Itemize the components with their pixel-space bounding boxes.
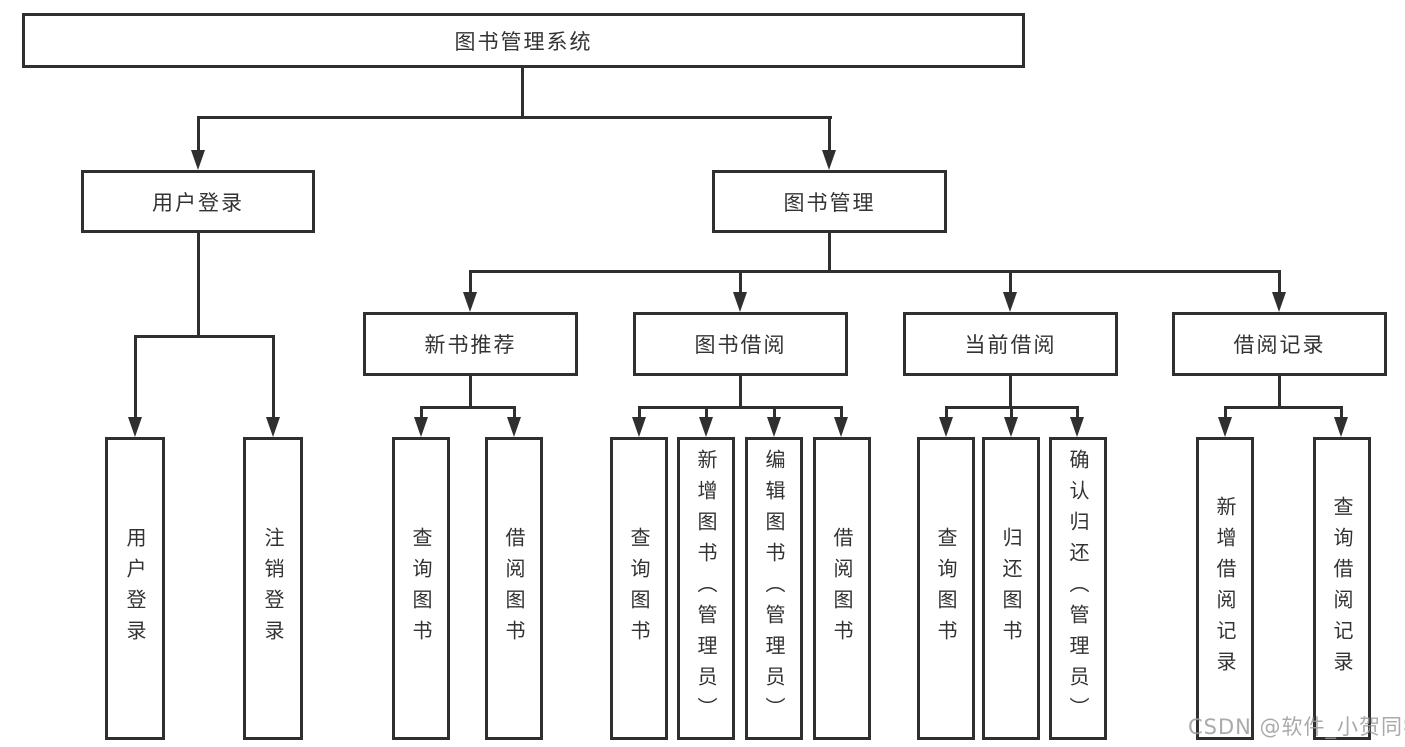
node-borrow-record: 借阅记录	[1172, 312, 1387, 376]
node-user-login: 用户登录	[81, 170, 315, 233]
arrowhead-down-icon	[699, 417, 713, 437]
connector-line	[197, 233, 200, 337]
node-book-management: 图书管理	[712, 170, 947, 233]
leaf-query-borrow-record: 查询借阅记录	[1313, 437, 1371, 740]
arrowhead-down-icon	[1004, 417, 1018, 437]
connector-line	[469, 270, 472, 296]
connector-line	[945, 406, 948, 420]
arrowhead-down-icon	[939, 417, 953, 437]
connector-line	[739, 376, 742, 408]
node-book-borrow: 图书借阅	[633, 312, 848, 376]
connector-line	[197, 116, 200, 154]
arrowhead-down-icon	[463, 292, 477, 312]
arrowhead-down-icon	[632, 417, 646, 437]
arrowhead-down-icon	[834, 417, 848, 437]
leaf-label: 注销登录	[261, 526, 285, 651]
connector-line	[197, 116, 832, 119]
connector-line	[420, 406, 516, 409]
leaf-query-book-3: 查询图书	[917, 437, 975, 740]
csdn-watermark: CSDN @软件_小贺同学	[1188, 715, 1405, 739]
connector-line	[773, 406, 776, 420]
leaf-label: 查询图书	[934, 526, 958, 651]
arrowhead-down-icon	[767, 417, 781, 437]
connector-line	[840, 406, 843, 420]
connector-line	[705, 406, 708, 420]
arrowhead-down-icon	[507, 417, 521, 437]
node-borrow-record-label: 借阅记录	[1233, 333, 1326, 357]
connector-line	[134, 335, 275, 338]
arrowhead-down-icon	[191, 150, 205, 170]
leaf-query-book-2: 查询图书	[610, 437, 668, 740]
connector-line	[1224, 406, 1343, 409]
leaf-label: 借阅图书	[502, 526, 526, 651]
connector-line	[420, 406, 423, 420]
connector-line	[828, 116, 831, 154]
connector-line	[638, 406, 641, 420]
leaf-user-login: 用户登录	[105, 437, 165, 740]
leaf-query-book-1: 查询图书	[392, 437, 450, 740]
node-current-borrow: 当前借阅	[903, 312, 1118, 376]
leaf-label: 查询图书	[409, 526, 433, 651]
leaf-label: 归还图书	[999, 526, 1023, 651]
connector-line	[469, 376, 472, 408]
leaf-add-book-admin: 新增图书（管理员）	[677, 437, 735, 740]
connector-line	[638, 406, 843, 409]
connector-line	[1278, 376, 1281, 408]
leaf-label: 用户登录	[123, 526, 147, 651]
connector-line	[828, 233, 831, 272]
connector-line	[1224, 406, 1227, 420]
connector-line	[134, 335, 137, 420]
leaf-label: 查询图书	[627, 526, 651, 651]
leaf-confirm-return-admin: 确认归还（管理员）	[1049, 437, 1107, 740]
connector-line	[1076, 406, 1079, 420]
node-root: 图书管理系统	[22, 13, 1025, 68]
arrowhead-down-icon	[414, 417, 428, 437]
leaf-label: 借阅图书	[830, 526, 854, 651]
arrowhead-down-icon	[128, 417, 142, 437]
arrowhead-down-icon	[1003, 292, 1017, 312]
leaf-label: 新增图书（管理员）	[694, 449, 718, 728]
connector-line	[1340, 406, 1343, 420]
connector-line	[513, 406, 516, 420]
connector-line	[1009, 376, 1012, 408]
arrowhead-down-icon	[822, 150, 836, 170]
arrowhead-down-icon	[1334, 417, 1348, 437]
node-book-management-label: 图书管理	[783, 190, 876, 215]
connector-line	[1278, 270, 1281, 296]
connector-line	[739, 270, 742, 296]
arrowhead-down-icon	[1272, 292, 1286, 312]
leaf-borrow-book-1: 借阅图书	[485, 437, 543, 740]
connector-line	[1009, 270, 1012, 296]
connector-line	[1010, 406, 1013, 420]
leaf-logout: 注销登录	[243, 437, 303, 740]
arrowhead-down-icon	[266, 417, 280, 437]
connector-line	[469, 270, 1281, 273]
arrowhead-down-icon	[1070, 417, 1084, 437]
leaf-label: 查询借阅记录	[1330, 495, 1354, 682]
leaf-label: 新增借阅记录	[1213, 495, 1237, 682]
node-book-borrow-label: 图书借阅	[694, 333, 787, 357]
node-new-book-recommend-label: 新书推荐	[424, 333, 517, 357]
leaf-label: 确认归还（管理员）	[1066, 449, 1090, 728]
connector-line	[272, 335, 275, 420]
node-user-login-label: 用户登录	[152, 190, 244, 215]
connector-line	[521, 68, 524, 118]
node-new-book-recommend: 新书推荐	[363, 312, 578, 376]
leaf-label: 编辑图书（管理员）	[762, 449, 786, 728]
leaf-return-book: 归还图书	[982, 437, 1040, 740]
node-root-label: 图书管理系统	[454, 29, 593, 54]
leaf-borrow-book-2: 借阅图书	[813, 437, 871, 740]
node-current-borrow-label: 当前借阅	[964, 333, 1057, 357]
leaf-add-borrow-record: 新增借阅记录	[1196, 437, 1254, 740]
arrowhead-down-icon	[733, 292, 747, 312]
leaf-edit-book-admin: 编辑图书（管理员）	[745, 437, 803, 740]
arrowhead-down-icon	[1218, 417, 1232, 437]
